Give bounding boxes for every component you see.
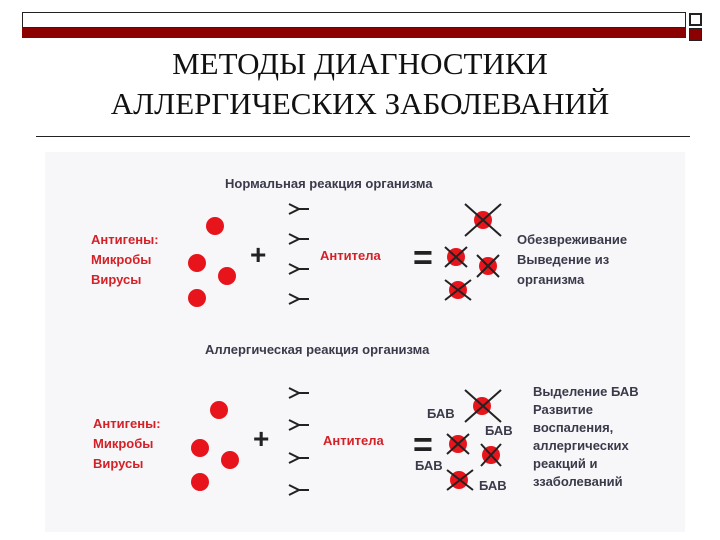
allergic-equals-sign: =: [413, 426, 433, 464]
title-line-2: АЛЛЕРГИЧЕСКИХ ЗАБОЛЕВАНИЙ: [110, 86, 610, 121]
cross-icon: [444, 246, 468, 268]
allergic-result-line-3: воспаления,: [533, 420, 613, 435]
antibody-icon: [288, 263, 309, 275]
antibody-icon: [288, 293, 309, 305]
antibody-icon: [288, 419, 309, 431]
title-line-1: МЕТОДЫ ДИАГНОСТИКИ: [172, 46, 548, 81]
diagram-background: [45, 152, 685, 532]
normal-heading: Нормальная реакция организма: [225, 176, 433, 191]
normal-microbes-label: Микробы: [91, 252, 151, 267]
cross-icon: [446, 469, 474, 491]
allergic-antibody-icons: [288, 387, 309, 496]
bav-label: БАВ: [427, 406, 455, 421]
slide-title: МЕТОДЫ ДИАГНОСТИКИ АЛЛЕРГИЧЕСКИХ ЗАБОЛЕВ…: [0, 44, 720, 124]
allergic-viruses-label: Вирусы: [93, 456, 143, 471]
immune-reaction-diagram: Нормальная реакция организма Антигены: М…: [45, 152, 685, 532]
normal-antibody-icons: [288, 203, 309, 305]
cross-icon: [464, 203, 502, 237]
normal-antigen-dots: [188, 217, 236, 307]
allergic-result-line-5: реакций и: [533, 456, 598, 471]
cross-icon: [444, 279, 472, 301]
antigen-dot: [188, 289, 206, 307]
cross-icon: [480, 443, 502, 467]
cross-icon: [464, 389, 502, 423]
cross-icon: [476, 254, 500, 278]
allergic-bav-antigens: [446, 389, 502, 491]
normal-result-line-3: организма: [517, 272, 585, 287]
allergic-result-line-4: аллергических: [533, 438, 629, 453]
antigen-dot: [210, 401, 228, 419]
slide-top-bar: [22, 12, 686, 28]
slide-accent-bar: [22, 28, 686, 38]
antibody-icon: [288, 203, 309, 215]
antigen-dot: [218, 267, 236, 285]
antigen-dot: [188, 254, 206, 272]
allergic-antigens-label: Антигены:: [93, 416, 161, 431]
antigen-dot: [191, 439, 209, 457]
normal-antibodies-label: Антитела: [320, 248, 381, 263]
allergic-result-line-2: Развитие: [533, 402, 593, 417]
corner-square: [689, 13, 702, 26]
normal-viruses-label: Вирусы: [91, 272, 141, 287]
antibody-icon: [288, 233, 309, 245]
antibody-icon: [288, 452, 309, 464]
title-divider: [36, 136, 690, 137]
antigen-dot: [206, 217, 224, 235]
cross-icon: [446, 433, 470, 455]
normal-neutralized-antigens: [444, 203, 502, 301]
allergic-plus-sign: +: [253, 423, 269, 454]
bav-label: БАВ: [479, 478, 507, 493]
allergic-result-line-1: Выделение БАВ: [533, 384, 639, 399]
antibody-icon: [288, 387, 309, 399]
allergic-heading: Аллергическая реакция организма: [205, 342, 430, 357]
antigen-dot: [221, 451, 239, 469]
allergic-microbes-label: Микробы: [93, 436, 153, 451]
normal-result-line-2: Выведение из: [517, 252, 610, 267]
antibody-icon: [288, 484, 309, 496]
antigen-dot: [191, 473, 209, 491]
normal-antigens-label: Антигены:: [91, 232, 159, 247]
allergic-antigen-dots: [191, 401, 239, 491]
bav-label: БАВ: [415, 458, 443, 473]
normal-plus-sign: +: [250, 239, 266, 270]
allergic-antibodies-label: Антитела: [323, 433, 384, 448]
allergic-result-line-6: ззаболеваний: [533, 474, 623, 489]
corner-accent-square: [689, 28, 702, 41]
normal-equals-sign: =: [413, 239, 433, 277]
bav-label: БАВ: [485, 423, 513, 438]
normal-result-line-1: Обезвреживание: [517, 232, 627, 247]
